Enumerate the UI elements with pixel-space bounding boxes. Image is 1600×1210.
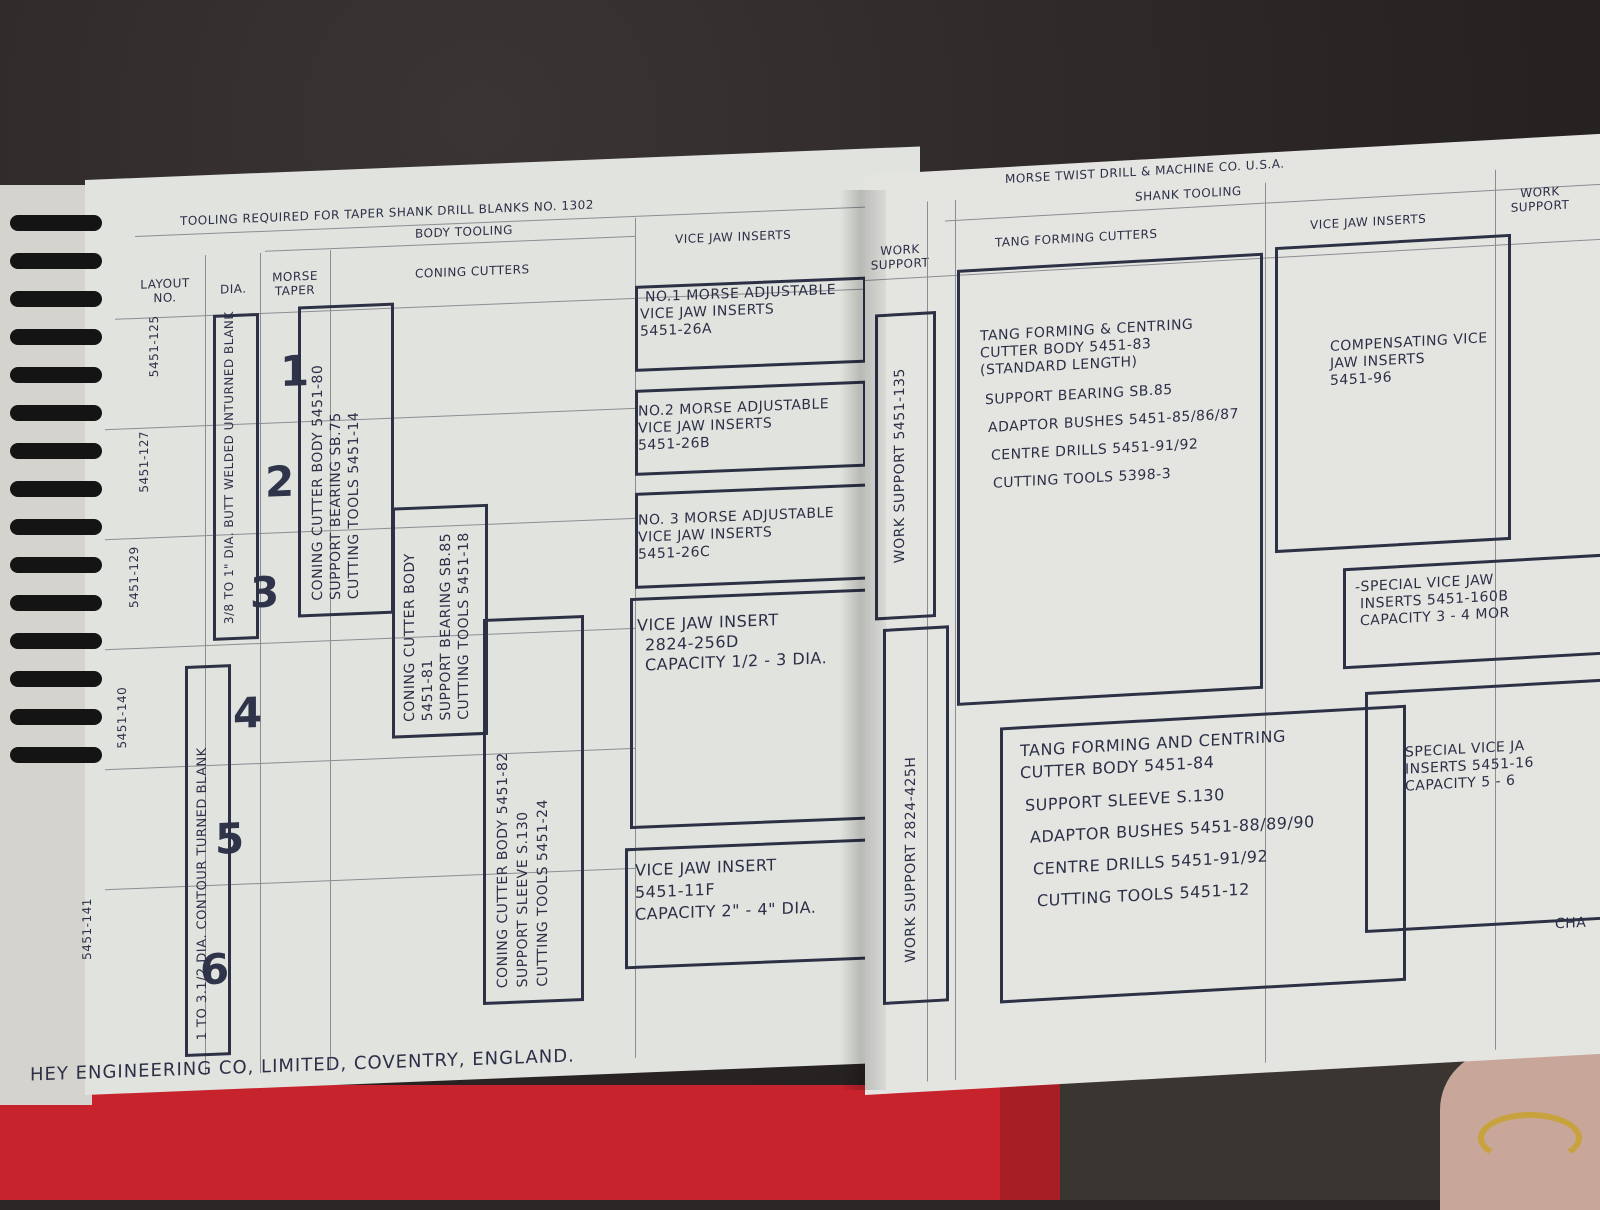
- work-support-2-label: WORK SUPPORT 2824-425H: [903, 756, 919, 963]
- book-spine-shadow: [840, 190, 886, 1090]
- coning-2-line2: 5451-81: [420, 658, 436, 722]
- col-vice: VICE JAW INSERTS: [675, 227, 792, 247]
- coning-2-line3: SUPPORT BEARING SB.85: [438, 532, 454, 721]
- col-coning: CONING CUTTERS: [415, 262, 530, 281]
- dia-blank-1: 3/8 to 1" DIA. BUTT WELDED UNTURNED BLAN…: [222, 310, 236, 625]
- col-morse: MORSE TAPER: [272, 268, 318, 299]
- coning-1-line3: CUTTING TOOLS 5451-14: [346, 411, 362, 600]
- binding-coil: [10, 709, 102, 725]
- binding-coil: [10, 253, 102, 269]
- layout-no-4: 5451-140: [115, 686, 129, 749]
- col-tang: TANG FORMING CUTTERS: [995, 226, 1158, 250]
- dia-box-1: [213, 313, 259, 641]
- rvice-box-3: [1365, 678, 1600, 934]
- binding-coil: [10, 671, 102, 687]
- vice-1-line3: 5451-26A: [640, 320, 713, 340]
- left-page-title: TOOLING REQUIRED FOR TAPER SHANK DRILL B…: [180, 197, 594, 229]
- vice-5-line2: 5451-11F: [635, 879, 716, 902]
- layout-no-2: 5451-127: [137, 430, 151, 493]
- coning-3-line2: SUPPORT SLEEVE S.130: [515, 811, 531, 988]
- binding-coil: [10, 747, 102, 763]
- coning-3-line3: CUTTING TOOLS 5451-24: [535, 798, 551, 987]
- vice-2-line3: 5451-26B: [638, 434, 711, 454]
- rvice-box-1: [1275, 233, 1511, 554]
- binding-coil: [10, 595, 102, 611]
- col-layout: LAYOUT NO.: [140, 275, 190, 306]
- rvice-1-line3: 5451-96: [1330, 369, 1392, 390]
- shank-tooling-header: SHANK TOOLING: [1135, 183, 1242, 204]
- left-page: TOOLING REQUIRED FOR TAPER SHANK DRILL B…: [80, 146, 920, 1095]
- dia-blank-2: 1 to 3.1/2 DIA. CONTOUR TURNED BLANK: [195, 746, 210, 1041]
- layout-no-1: 5451-125: [147, 315, 161, 378]
- taper-4: 4: [233, 687, 263, 739]
- binding-coil: [10, 557, 102, 573]
- ring: [1478, 1112, 1582, 1164]
- coning-1-line2: SUPPORT BEARING SB.75: [328, 411, 344, 601]
- binding-coil: [10, 405, 102, 421]
- coning-2-line1: CONING CUTTER BODY: [402, 552, 418, 723]
- binding-coil: [10, 519, 102, 535]
- coning-1-line1: CONING CUTTER BODY 5451-80: [310, 364, 326, 601]
- red-cover: [0, 1085, 1030, 1200]
- binding-coil: [10, 633, 102, 649]
- vice-3-line3: 5451-26C: [638, 543, 711, 563]
- layout-no-5: 5451-141: [80, 897, 94, 961]
- corner-text: CHA: [1555, 914, 1587, 933]
- binding-coil: [10, 367, 102, 383]
- spiral-binding: [0, 215, 110, 775]
- layout-no-3: 5451-129: [127, 545, 141, 609]
- right-page: MORSE TWIST DRILL & MACHINE CO. U.S.A. S…: [865, 133, 1600, 1096]
- col-rvice: VICE JAW INSERTS: [1310, 211, 1427, 233]
- taper-2: 2: [265, 456, 295, 507]
- work-support-1-label: WORK SUPPORT 5451-135: [892, 367, 908, 564]
- binding-coil: [10, 215, 102, 231]
- binding-coil: [10, 329, 102, 345]
- coning-2-line4: CUTTING TOOLS 5451-18: [456, 531, 472, 721]
- coning-3-line1: CONING CUTTER BODY 5451-82: [495, 751, 511, 989]
- binding-coil: [10, 443, 102, 459]
- binding-coil: [10, 481, 102, 497]
- body-tooling-header: BODY TOOLING: [415, 222, 513, 241]
- col-work-support-2: WORK SUPPORT: [1510, 184, 1570, 215]
- col-dia: DIA.: [220, 281, 247, 297]
- binding-coil: [10, 291, 102, 307]
